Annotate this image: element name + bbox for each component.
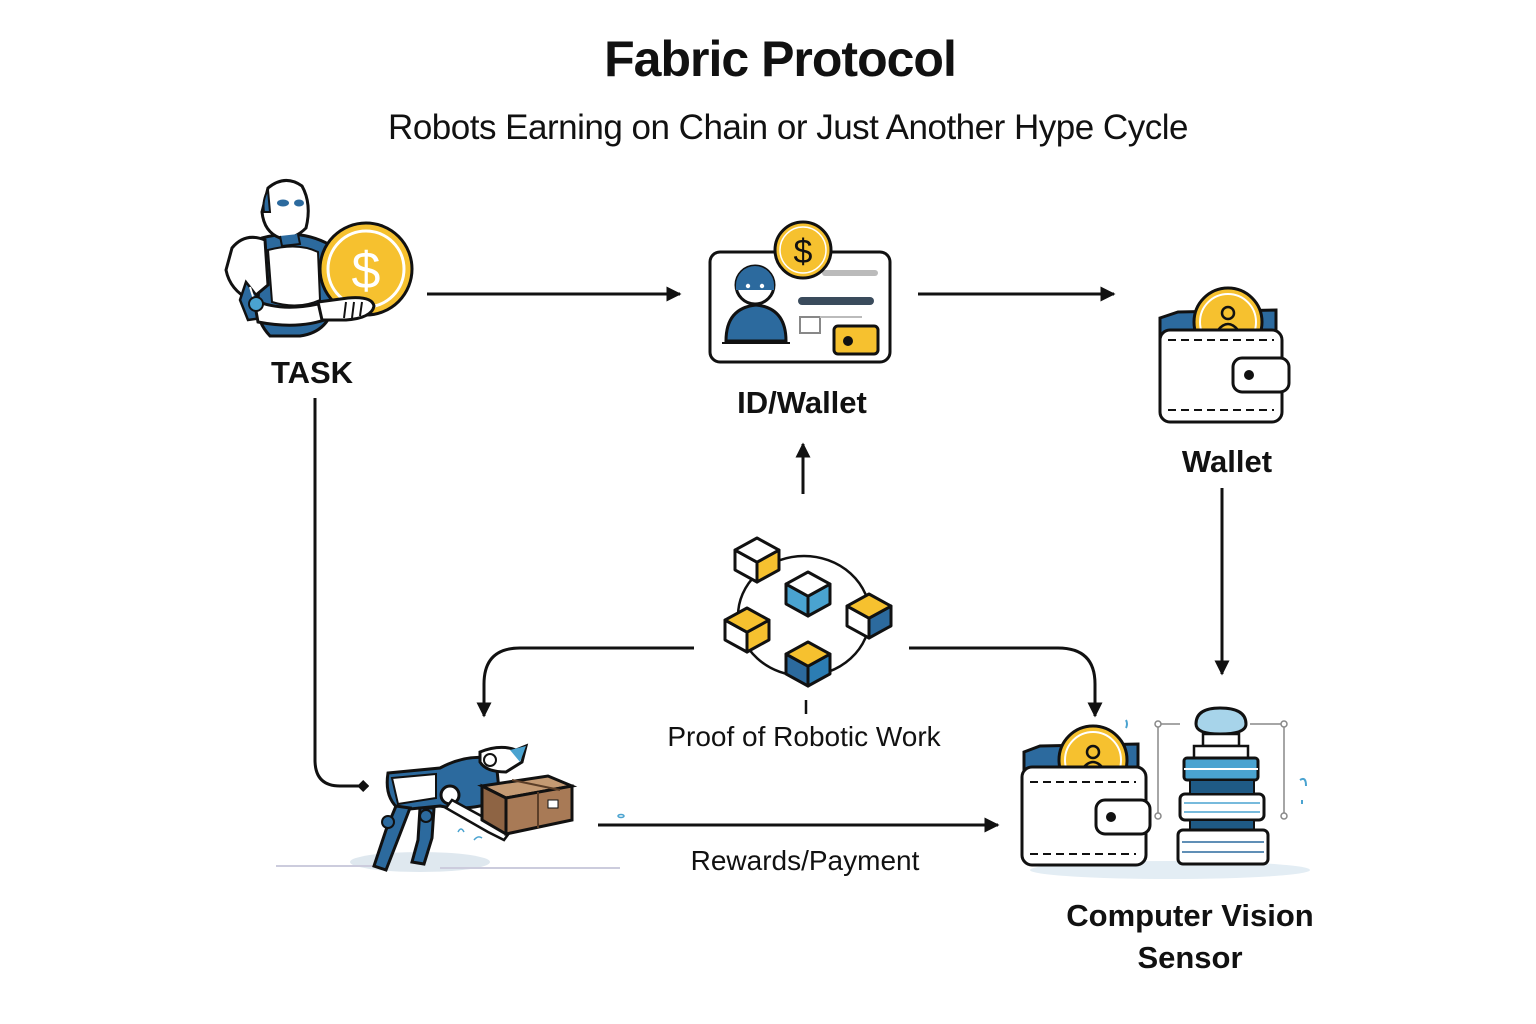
page-title: Fabric Protocol	[604, 31, 957, 87]
edge-task-to-robot-worker	[313, 398, 370, 792]
edge-label-rewards: Rewards/Payment	[690, 845, 920, 876]
cube-3	[845, 592, 893, 640]
page-subtitle: Robots Earning on Chain or Just Another …	[388, 108, 1188, 147]
cube-face-top	[733, 536, 781, 564]
edge-robot-worker-to-cv-sensor	[598, 813, 1000, 833]
node-label-cv-sensor-line2: Sensor	[1137, 940, 1243, 975]
cube-face-top	[784, 570, 832, 598]
cube-4	[784, 640, 832, 688]
edge-proof-to-cv-sensor	[909, 646, 1103, 718]
cube-face-top	[784, 640, 832, 668]
robot-holding-coin-icon: $	[224, 179, 414, 338]
wallet-with-coin-icon	[1158, 286, 1291, 424]
wallet-and-sensor-stack-icon	[1020, 706, 1310, 879]
cube-0	[733, 536, 781, 584]
cube-group	[723, 536, 893, 688]
node-label-task: TASK	[270, 355, 354, 390]
cube-2	[723, 606, 771, 654]
robot-carrying-box-icon	[276, 743, 620, 872]
edge-proof-to-robot-worker	[476, 646, 694, 718]
cube-face-top	[723, 606, 771, 634]
svg-text:$: $	[352, 242, 381, 300]
cube-face-top	[845, 592, 893, 620]
node-label-cv-sensor-line1: Computer Vision	[1066, 898, 1314, 933]
node-label-wallet: Wallet	[1181, 444, 1273, 479]
node-label-proof: Proof of Robotic Work	[667, 721, 941, 752]
node-label-id-wallet: ID/Wallet	[737, 385, 867, 420]
id-card-with-coin-icon: $	[708, 220, 892, 364]
svg-text:$: $	[794, 233, 813, 271]
cube-1	[784, 570, 832, 618]
